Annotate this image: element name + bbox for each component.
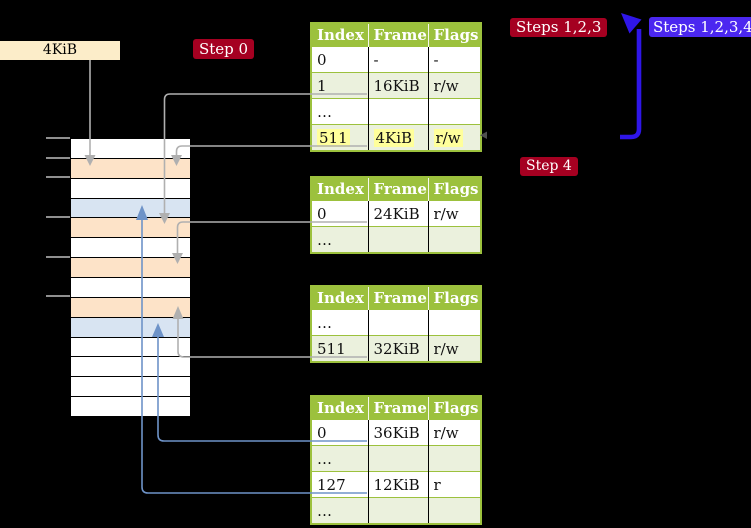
table-cell: r/w	[428, 335, 481, 362]
table-cell	[368, 497, 429, 524]
step4-badge: Step 4	[520, 157, 578, 176]
memory-cell-peach	[71, 258, 190, 279]
table-cell: …	[311, 309, 369, 336]
table-cell: r	[428, 471, 481, 498]
table-cell	[428, 497, 481, 524]
table-cell: 32KiB	[368, 335, 429, 362]
steps-1234-badge: Steps 1,2,3,4	[649, 17, 751, 37]
table-cell: r/w	[428, 419, 481, 446]
column-header: Index	[311, 177, 369, 201]
column-header: Index	[311, 23, 369, 47]
memory-cell-peach	[71, 158, 190, 179]
table-cell: r/w	[428, 200, 481, 227]
table-cell: …	[311, 226, 369, 253]
table-cell	[368, 309, 429, 336]
table-cell	[368, 226, 429, 253]
column-header: Frame	[368, 396, 429, 420]
table-cell: -	[428, 46, 481, 73]
table-row: 0--	[311, 46, 481, 73]
memory-cell-white	[71, 357, 190, 378]
memory-cell-white	[71, 377, 190, 398]
table-cell	[428, 98, 481, 125]
table-row: …	[311, 226, 481, 253]
memory-cell-blue	[71, 198, 190, 219]
column-header: Frame	[368, 177, 429, 201]
steps-123-badge: Steps 1,2,3	[510, 18, 608, 37]
table-cell	[368, 445, 429, 472]
step0-badge: Step 0	[193, 39, 255, 59]
memory-cell-peach	[71, 218, 190, 239]
table-cell	[428, 445, 481, 472]
address-tick	[46, 216, 70, 218]
frame-size-label: 4KiB	[0, 41, 120, 60]
column-header: Index	[311, 396, 369, 420]
table-cell: r/w	[428, 124, 481, 151]
column-header: Flags	[428, 396, 481, 420]
table-row: …	[311, 497, 481, 524]
table-cell: …	[311, 445, 369, 472]
memory-cell-white	[71, 178, 190, 199]
memory-cell-white	[71, 397, 190, 417]
table-cell: -	[368, 46, 429, 73]
table-cell: 0	[311, 200, 369, 227]
column-header: Frame	[368, 23, 429, 47]
column-header: Flags	[428, 286, 481, 310]
memory-cell-white	[71, 238, 190, 259]
address-tick	[46, 137, 70, 139]
table-cell	[428, 226, 481, 253]
translation-path-arrow	[620, 13, 642, 140]
address-tick	[46, 255, 70, 258]
table-cell: r/w	[428, 72, 481, 99]
memory-cell-white	[71, 139, 190, 159]
table-cell: 1	[311, 72, 369, 99]
table-row: …	[311, 309, 481, 336]
table-cell: …	[311, 497, 369, 524]
column-header: Frame	[368, 286, 429, 310]
table-cell: 4KiB	[368, 124, 429, 151]
address-tick	[46, 156, 70, 159]
table-cell	[428, 309, 481, 336]
table-cell: 0	[311, 46, 369, 73]
table-cell: 0	[311, 419, 369, 446]
table-cell: 511	[311, 124, 369, 151]
table-cell: 12KiB	[368, 471, 429, 498]
table-cell: 511	[311, 335, 369, 362]
memory-cell-blue	[71, 317, 190, 338]
address-tick	[46, 295, 70, 297]
column-header: Flags	[428, 177, 481, 201]
memory-cell-white	[71, 337, 190, 358]
column-header: Flags	[428, 23, 481, 47]
column-header: Index	[311, 286, 369, 310]
table-cell: 36KiB	[368, 419, 429, 446]
table-cell: 127	[311, 471, 369, 498]
table-cell: 24KiB	[368, 200, 429, 227]
table-cell: …	[311, 98, 369, 125]
table-cell: 16KiB	[368, 72, 429, 99]
memory-cell-peach	[71, 297, 190, 318]
physical-memory-column	[70, 138, 191, 417]
memory-cell-white	[71, 278, 190, 298]
address-tick	[46, 176, 70, 178]
table-row: …	[311, 98, 481, 125]
table-row: …	[311, 445, 481, 472]
table-cell	[368, 98, 429, 125]
